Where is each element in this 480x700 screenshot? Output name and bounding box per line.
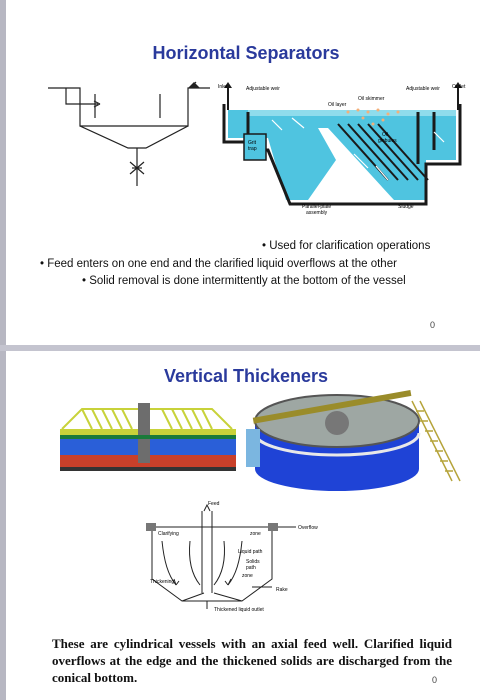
label-adjustable-weir-right: Adjustable weir	[406, 86, 440, 92]
label-solids-path-2: path	[246, 565, 256, 571]
label-thickened-outlet: Thickened liquid outlet	[214, 607, 264, 613]
slide-divider	[0, 345, 480, 351]
label-clarifying: Clarifying	[158, 531, 179, 537]
thickener-cross-section-image	[42, 389, 242, 479]
bullet-text: Solid removal is done intermittently at …	[89, 275, 406, 287]
label-grit-trap-1: Grit	[248, 140, 257, 146]
label-oil-layer: Oil layer	[328, 102, 347, 108]
label-solids-path-1: Solids	[246, 559, 260, 565]
label-oil-skimmer: Oil skimmer	[358, 96, 385, 102]
label-grit-trap-2: trap	[248, 146, 257, 152]
horizontal-separator-schematic	[48, 81, 210, 186]
bullet-item: • Feed enters on one end and the clarifi…	[40, 258, 397, 270]
label-rake: Rake	[276, 587, 288, 593]
thickener-schematic: Feed Clarifying zone Overflow Liquid pat…	[146, 501, 318, 613]
bullet-item: • Used for clarification operations	[262, 240, 431, 252]
slide-title: Horizontal Separators	[152, 43, 340, 63]
label-feed: Feed	[208, 501, 220, 507]
label-thickening: Thickening	[150, 579, 174, 585]
label-parallel-plate-2: assembly	[306, 210, 328, 216]
label-sludge: Sludge	[398, 204, 414, 210]
cylindrical-thickener-image	[246, 390, 461, 491]
label-outlet: Outlet	[452, 84, 466, 90]
label-liquid-path: Liquid path	[238, 549, 263, 555]
slide-horizontal-separators: Horizontal Separators	[12, 0, 480, 345]
slide-title: Vertical Thickeners	[163, 366, 329, 386]
label-zone-1: zone	[250, 531, 261, 537]
page-number: 0	[430, 320, 436, 330]
page-number: 0	[432, 675, 438, 685]
slide-vertical-thickeners: Vertical Thickeners	[12, 351, 480, 700]
label-overflow: Overflow	[298, 525, 318, 531]
bullet-text: Used for clarification operations	[269, 240, 431, 252]
oil-separator-diagram: Inlet Adjustable weir Oil layer Oil skim…	[218, 82, 466, 216]
label-oil-globules-2: globules	[378, 138, 397, 144]
label-adjustable-weir-left: Adjustable weir	[246, 86, 280, 92]
label-oil-globules-1: Oil	[382, 132, 388, 138]
bullet-item: • Solid removal is done intermittently a…	[82, 275, 406, 287]
label-parallel-plate-1: Parallel-plate	[302, 204, 331, 210]
description-paragraph: These are cylindrical vessels with an ax…	[52, 636, 452, 685]
label-zone-2: zone	[242, 573, 253, 579]
bullet-text: Feed enters on one end and the clarified…	[47, 258, 397, 270]
label-inlet: Inlet	[218, 84, 228, 90]
